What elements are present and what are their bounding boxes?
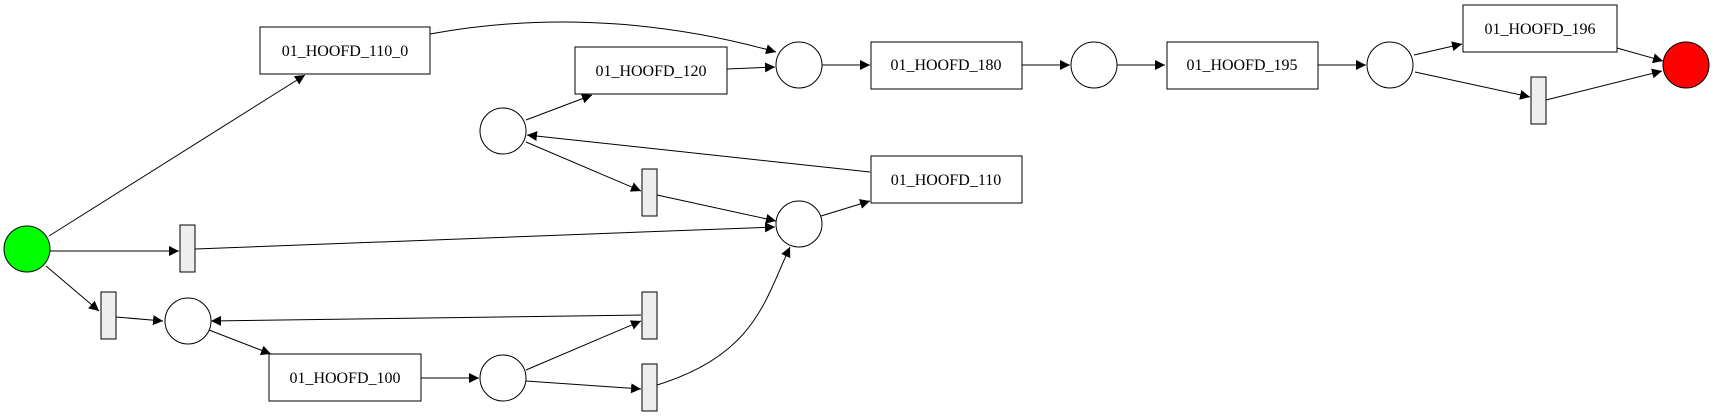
transition-196: 01_HOOFD_196 [1462,4,1618,53]
arc-tau4-to-mid-join [656,194,777,224]
silent-transition-tau4 [641,168,658,217]
silent-transitions [100,76,1547,412]
transitions: 01_HOOFD_110_0 01_HOOFD_120 01_HOOFD_180… [259,4,1618,402]
place-mid-upper [479,107,527,155]
place-mid-join [775,200,823,248]
place-after-100 [479,354,527,402]
place-after-195 [1366,41,1414,89]
place-loop [164,297,212,345]
arc-mid-join-to-110 [820,199,871,217]
arc-source-to-110-0 [48,74,306,237]
transition-100: 01_HOOFD_100 [268,353,422,402]
transition-120: 01_HOOFD_120 [574,46,728,95]
arc-110-0-to-top-join [429,21,777,55]
transition-label: 01_HOOFD_120 [595,63,706,80]
source-place [3,225,51,273]
arc-120-to-top-join [726,62,776,73]
silent-transition-tau1 [179,224,196,273]
transition-label: 01_HOOFD_110 [891,172,1002,189]
transition-195: 01_HOOFD_195 [1166,41,1319,90]
arcs [45,21,1664,394]
arc-after-195-to-196 [1413,41,1463,56]
arc-196-to-sink [1616,47,1664,64]
silent-transition-tau6 [641,363,658,412]
transition-110-0: 01_HOOFD_110_0 [259,26,431,75]
transition-label: 01_HOOFD_196 [1484,21,1595,38]
arc-110-to-mid-upper [526,131,871,173]
transition-180: 01_HOOFD_180 [870,41,1023,90]
transition-110: 01_HOOFD_110 [870,155,1023,204]
arc-after-100-to-tau6 [525,380,642,394]
arc-tau2-to-loop [115,315,164,326]
arc-loop-to-100 [208,329,272,356]
silent-transition-tau2 [100,291,117,340]
arc-tau3-to-sink [1545,68,1663,101]
arc-tau5-to-loop [210,314,642,326]
arc-source-to-tau2 [45,265,100,312]
places [3,41,1710,402]
arc-mid-upper-to-120 [525,93,593,121]
arc-after-100-to-tau5 [525,320,642,371]
arc-after-195-to-tau3 [1414,71,1531,100]
transition-label: 01_HOOFD_100 [289,370,400,387]
place-after-180 [1070,41,1118,89]
arc-tau1-to-mid-join [194,222,776,250]
silent-transition-tau5 [641,291,658,340]
transition-label: 01_HOOFD_110_0 [282,43,409,60]
sink-place [1662,41,1710,89]
transition-label: 01_HOOFD_180 [890,57,1001,74]
place-top-join [775,41,823,89]
arc-tau6-to-mid-join [656,246,791,386]
silent-transition-tau3 [1530,76,1547,125]
arc-mid-upper-to-tau4 [525,141,642,192]
transition-label: 01_HOOFD_195 [1186,57,1297,74]
